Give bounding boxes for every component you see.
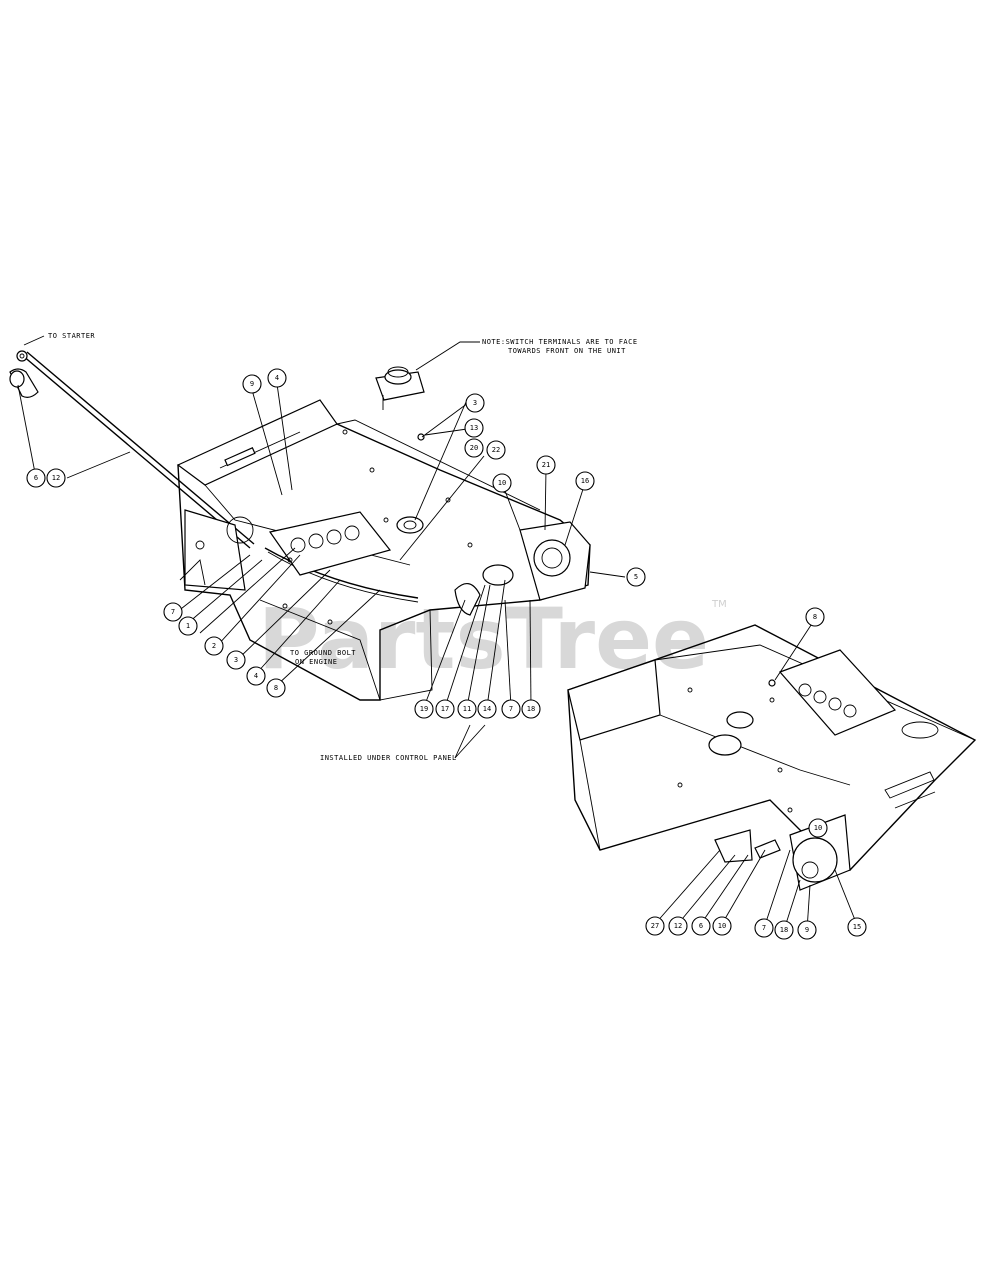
callout: 10 — [712, 916, 732, 936]
note-switch-line2: TOWARDS FRONT ON THE UNIT — [508, 347, 626, 355]
callout: 5 — [626, 567, 646, 587]
callout: 2 — [204, 636, 224, 656]
callout: 7 — [754, 918, 774, 938]
callout: 8 — [266, 678, 286, 698]
svg-text:10: 10 — [498, 479, 506, 487]
svg-text:22: 22 — [492, 446, 500, 454]
callout: 9 — [797, 920, 817, 940]
callout: 3 — [226, 650, 246, 670]
svg-text:19: 19 — [420, 705, 428, 713]
callout: 1 — [178, 616, 198, 636]
callouts: 6 12 4 3 13 20 22 10 21 16 5 9 7 1 2 3 4… — [26, 368, 867, 940]
callout: 10 — [808, 818, 828, 838]
note-ground-line2: ON ENGINE — [295, 658, 337, 666]
svg-text:7: 7 — [509, 705, 513, 713]
svg-text:21: 21 — [542, 461, 550, 469]
callout: 6 — [26, 468, 46, 488]
callout: 10 — [492, 473, 512, 493]
note-switch-line1: NOTE:SWITCH TERMINALS ARE TO FACE — [482, 338, 638, 346]
svg-text:5: 5 — [634, 573, 638, 581]
svg-text:15: 15 — [853, 923, 861, 931]
right-assembly — [567, 624, 977, 891]
svg-text:12: 12 — [674, 922, 682, 930]
note-installed-under: INSTALLED UNDER CONTROL PANEL — [320, 754, 457, 762]
callout: 13 — [464, 418, 484, 438]
svg-text:3: 3 — [473, 399, 477, 407]
callout: 16 — [575, 471, 595, 491]
callout: 21 — [536, 455, 556, 475]
svg-text:8: 8 — [274, 684, 278, 692]
callout: 4 — [246, 666, 266, 686]
callout: 15 — [847, 917, 867, 937]
svg-text:13: 13 — [470, 424, 478, 432]
svg-text:12: 12 — [52, 474, 60, 482]
callout: 19 — [414, 699, 434, 719]
svg-text:9: 9 — [805, 926, 809, 934]
callout: 18 — [774, 920, 794, 940]
note-ground-line1: TO GROUND BOLT — [290, 649, 356, 657]
svg-text:16: 16 — [581, 477, 589, 485]
svg-text:14: 14 — [483, 705, 491, 713]
svg-text:6: 6 — [699, 922, 703, 930]
svg-text:4: 4 — [275, 374, 279, 382]
svg-text:7: 7 — [762, 924, 766, 932]
svg-text:8: 8 — [813, 613, 817, 621]
callout: 22 — [486, 440, 506, 460]
callout: 12 — [668, 916, 688, 936]
callout: 12 — [46, 468, 66, 488]
svg-text:10: 10 — [718, 922, 726, 930]
svg-text:11: 11 — [463, 705, 471, 713]
callout: 3 — [465, 393, 485, 413]
callout: 9 — [242, 374, 262, 394]
callout: 11 — [457, 699, 477, 719]
callout: 7 — [163, 602, 183, 622]
note-to-starter: TO STARTER — [48, 332, 95, 340]
svg-text:17: 17 — [441, 705, 449, 713]
callout: 20 — [464, 438, 484, 458]
svg-text:9: 9 — [250, 380, 254, 388]
svg-text:10: 10 — [814, 824, 822, 832]
leader-lines — [17, 383, 858, 931]
callout: 6 — [691, 916, 711, 936]
callout: 4 — [267, 368, 287, 388]
callout: 8 — [805, 607, 825, 627]
notes: TO STARTER NOTE:SWITCH TERMINALS ARE TO … — [23, 332, 638, 762]
svg-text:7: 7 — [171, 608, 175, 616]
svg-text:18: 18 — [527, 705, 535, 713]
callout: 7 — [501, 699, 521, 719]
callout: 17 — [435, 699, 455, 719]
svg-text:27: 27 — [651, 922, 659, 930]
left-assembly — [9, 350, 591, 701]
svg-text:1: 1 — [186, 622, 190, 630]
svg-text:2: 2 — [212, 642, 216, 650]
callout: 18 — [521, 699, 541, 719]
svg-text:6: 6 — [34, 474, 38, 482]
callout: 14 — [477, 699, 497, 719]
callout: 27 — [645, 916, 665, 936]
svg-text:4: 4 — [254, 672, 258, 680]
svg-text:3: 3 — [234, 656, 238, 664]
watermark-tm: TM — [711, 599, 727, 610]
svg-text:20: 20 — [470, 444, 478, 452]
svg-text:18: 18 — [780, 926, 788, 934]
